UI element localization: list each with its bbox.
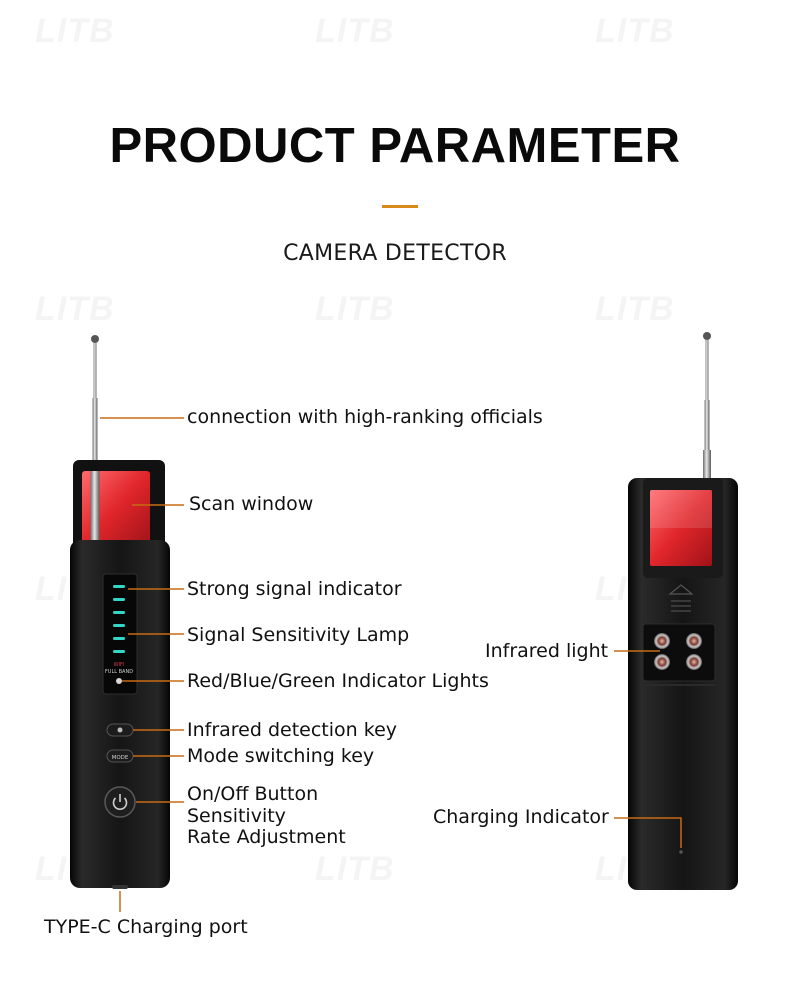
watermark-logo: LITB [315,12,395,51]
label-scan-window: Scan window [189,493,314,515]
leader-lines [100,417,682,912]
signal-led-bar [113,650,125,653]
label-signal-sensitivity-lamp: Signal Sensitivity Lamp [187,624,410,646]
latch-arrow-icon [668,584,694,595]
title-accent-bar [382,205,418,208]
label-mode-key: Mode switching key [187,745,375,767]
label-infrared-key: Infrared detection key [187,719,398,741]
infrared-module [642,623,716,682]
full-band-label: FULL BAND [105,669,133,675]
label-charging-indicator: Charging Indicator [433,806,609,828]
antenna [703,332,711,480]
power-icon [112,794,128,810]
charging-indicator-light [679,850,683,854]
infrared-led [686,633,702,649]
signal-led-bar [113,624,125,627]
front-device: WIFI FULL BAND MODE [70,335,170,889]
leader-line [614,817,682,848]
rgb-indicator-light [116,678,122,684]
page-title: PRODUCT PARAMETER [109,119,681,173]
back-scan-window [650,490,712,566]
signal-led-bar [113,637,125,640]
watermark-logo: LITB [35,12,115,51]
back-device [628,332,738,890]
label-type-c-port: TYPE-C Charging port [44,916,248,938]
watermark-logo: LITB [315,850,395,889]
label-strong-signal-indicator: Strong signal indicator [187,578,402,600]
signal-led-bars [113,585,125,653]
signal-led-bar [113,611,125,614]
page-subtitle: CAMERA DETECTOR [283,241,507,266]
infrared-led [686,654,702,670]
type-c-port [112,885,128,889]
wifi-label: WIFI [114,662,125,668]
label-infrared-light: Infrared light [485,640,609,662]
label-indicator-lights: Red/Blue/Green Indicator Lights [187,670,489,692]
mode-key-label: MODE [112,755,129,761]
watermark-logo: LITB [595,12,675,51]
label-power-button: On/Off Button [187,783,319,805]
label-sensitivity: Sensitivity [187,805,286,827]
signal-led-bar [113,585,125,588]
infrared-led [654,654,670,670]
infrared-led [654,633,670,649]
signal-led-bar [113,598,125,601]
infrared-key-icon [117,727,123,733]
watermark-logo: LITB [595,290,675,329]
label-rate-adjustment: Rate Adjustment [187,826,346,848]
label-antenna: connection with high-ranking officials [187,406,543,428]
watermark-logo: LITB [35,290,115,329]
front-device-body [70,540,170,888]
watermark-logo: LITB [315,290,395,329]
